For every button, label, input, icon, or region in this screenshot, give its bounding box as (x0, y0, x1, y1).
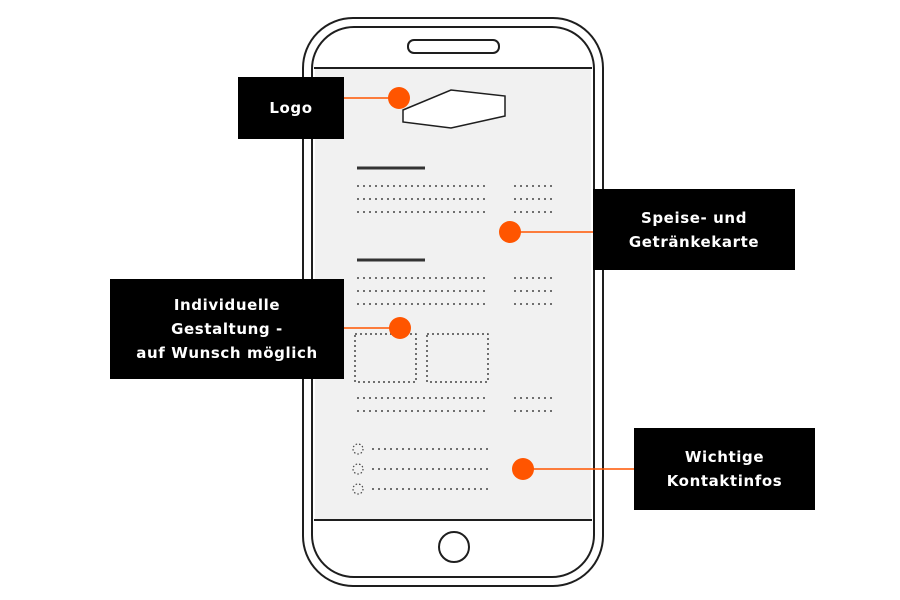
contact-callout-dot (512, 458, 534, 480)
logo-label-line: Logo (269, 99, 313, 117)
image-placeholder (426, 333, 489, 383)
image-placeholder (354, 333, 417, 383)
custom-design-label: Individuelle Gestaltung - auf Wunsch mög… (110, 279, 344, 379)
logo-placeholder-shape (402, 89, 506, 129)
contact-label-line: Kontaktinfos (666, 472, 783, 490)
phone-screen (315, 69, 591, 519)
logo-label: Logo (238, 77, 344, 139)
home-button (438, 531, 470, 563)
contact-label: Wichtige Kontaktinfos (634, 428, 815, 510)
menu-label-line: Speise- und (640, 208, 748, 227)
custom-callout-dot (389, 317, 411, 339)
contact-icon (352, 443, 364, 455)
custom-design-label-line: Gestaltung - (171, 320, 283, 338)
logo-callout-dot (388, 87, 410, 109)
contact-label-line: Wichtige (684, 448, 765, 466)
speaker-grille (407, 39, 500, 54)
menu-callout-dot (499, 221, 521, 243)
contact-icon (352, 463, 364, 475)
menu-label: Speise- und Getränkekarte (593, 189, 795, 270)
custom-design-label-line: Individuelle (173, 296, 281, 314)
contact-icon (352, 483, 364, 495)
custom-design-label-line: auf Wunsch möglich (136, 344, 318, 362)
menu-label-line: Getränkekarte (628, 232, 760, 251)
